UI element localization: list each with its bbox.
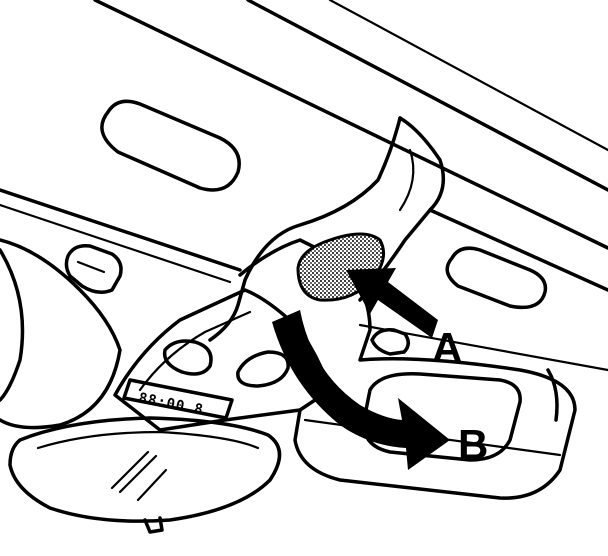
visor-clip-detail bbox=[76, 260, 106, 274]
vanity-mirror bbox=[362, 372, 522, 462]
console-button-left bbox=[162, 339, 213, 376]
console-button-right bbox=[236, 350, 290, 388]
arrow-a bbox=[346, 268, 438, 338]
visor-clip-left bbox=[64, 243, 123, 294]
left-visor-panel bbox=[0, 248, 25, 402]
label-b: B bbox=[458, 421, 488, 468]
visor-pivot-bracket bbox=[370, 327, 410, 356]
label-a: A bbox=[432, 324, 462, 371]
console-inner-edge bbox=[138, 310, 252, 392]
headliner-lines bbox=[0, 0, 608, 372]
headliner-opening-left bbox=[100, 99, 241, 192]
rear-view-mirror bbox=[8, 416, 282, 534]
left-sun-visor bbox=[0, 238, 122, 430]
headliner-opening-right bbox=[445, 246, 548, 310]
arrow-b bbox=[272, 310, 450, 470]
